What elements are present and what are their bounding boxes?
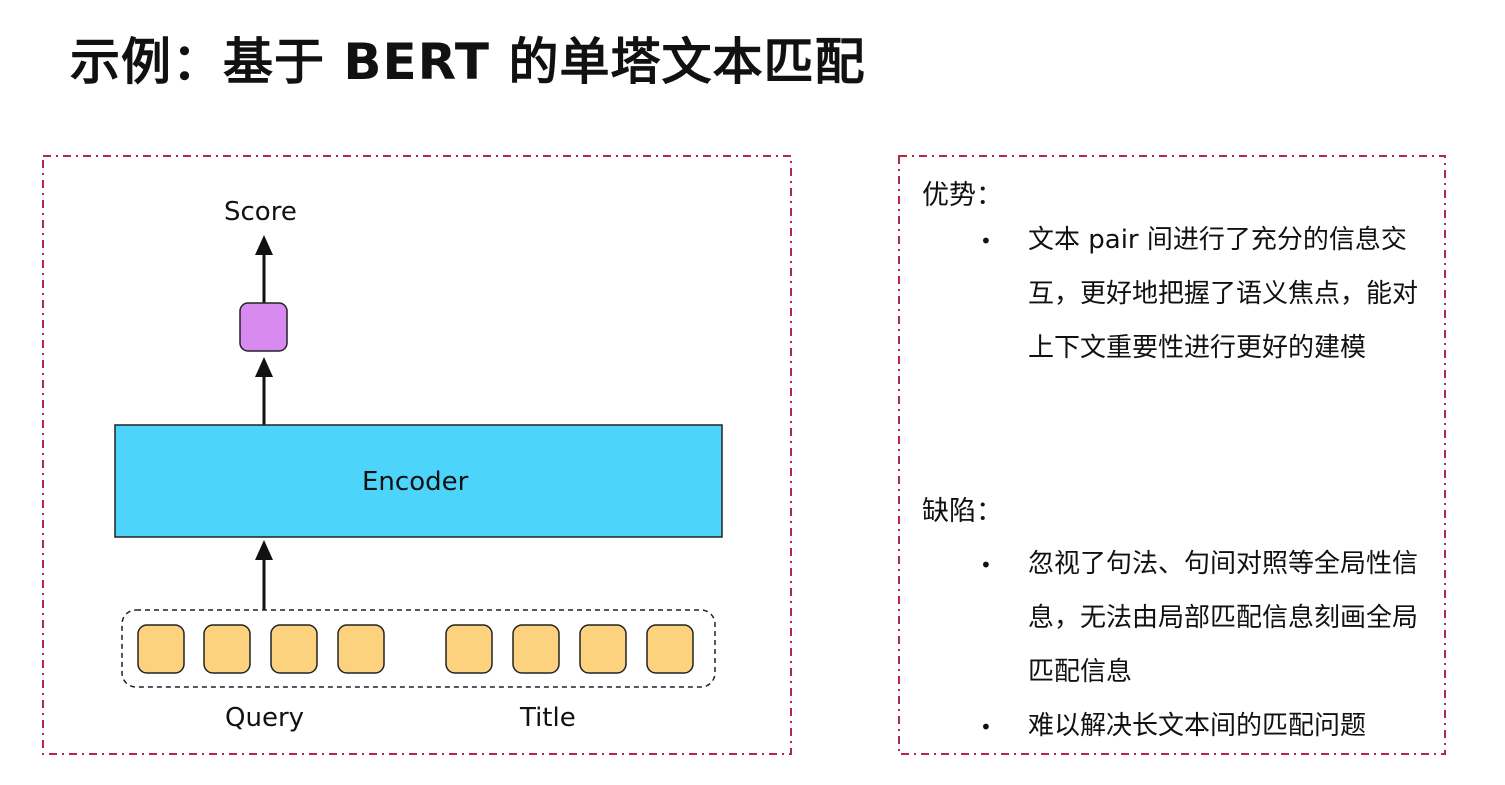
disadvantage-item: 忽视了句法、句间对照等全局性信息，无法由局部匹配信息刻画全局匹配信息 bbox=[1028, 549, 1419, 687]
advantages-heading: 优势： bbox=[922, 180, 1003, 211]
query-token bbox=[270, 624, 318, 674]
advantage-item: 文本 pair 间进行了充分的信息交互，更好地把握了语义焦点，能对上下文重要性进… bbox=[1028, 225, 1419, 363]
encoder-box bbox=[114, 424, 723, 538]
score-label: Score bbox=[224, 197, 297, 227]
notes-panel: 优势： • 文本 pair 间进行了充分的信息交互，更好地把握了语义焦点，能对上… bbox=[898, 155, 1446, 755]
disadvantage-item: 难以解决长文本间的匹配问题 bbox=[1028, 711, 1367, 741]
slide-title: 示例：基于 BERT 的单塔文本匹配 bbox=[70, 33, 866, 91]
arrow-head-encoder bbox=[255, 540, 273, 560]
title-token bbox=[579, 624, 627, 674]
arrow-head-node bbox=[255, 357, 273, 377]
query-token bbox=[203, 624, 251, 674]
score-node bbox=[239, 302, 288, 352]
query-token bbox=[137, 624, 185, 674]
bullet-marker: • bbox=[980, 553, 992, 577]
encoder-label: Encoder bbox=[362, 467, 469, 497]
query-token bbox=[337, 624, 385, 674]
diagram-frame bbox=[42, 155, 792, 755]
diagram-panel: Score Encoder Query Title bbox=[42, 155, 792, 755]
disadvantages-heading: 缺陷： bbox=[922, 496, 1003, 527]
bullet-marker: • bbox=[980, 229, 992, 253]
bullet-marker: • bbox=[980, 715, 992, 739]
title-label: Title bbox=[520, 703, 576, 733]
title-token bbox=[646, 624, 694, 674]
title-token bbox=[445, 624, 493, 674]
title-token bbox=[512, 624, 560, 674]
arrow-head-score bbox=[255, 235, 273, 255]
query-label: Query bbox=[225, 703, 305, 733]
token-group bbox=[121, 609, 716, 688]
diagram-canvas bbox=[42, 155, 792, 755]
notes-frame bbox=[898, 155, 1446, 755]
